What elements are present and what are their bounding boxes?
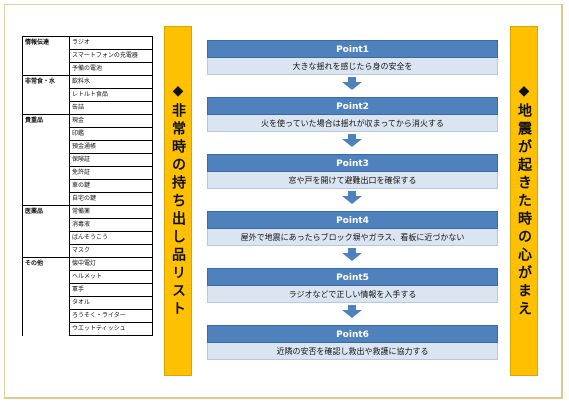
checklist-item: ばんそうこう [69,231,153,245]
checklist-row: 軍手 [22,283,153,297]
right-banner-text: ◆地震が起きた時の心がまえ [516,83,532,319]
checklist-row: ろうそく・ライター [22,309,153,323]
checklist-item: マスク [69,244,153,258]
checklist-category-spacer [22,166,70,180]
checklist-row: 情報伝達ラジオ [22,36,153,50]
checklist-row: 予備の電池 [22,62,153,76]
point-text: 窓や戸を開けて避難出口を確保する [207,172,498,189]
point-text: 近隣の安否を確認し救出や救護に協力する [207,343,498,360]
checklist-item: 飲料水 [69,75,153,89]
checklist-category-spacer [22,62,70,76]
checklist-category-spacer [22,192,70,206]
checklist-item: レトルト食品 [69,88,153,102]
checklist-category-spacer [22,153,70,167]
checklist-category-spacer [22,296,70,310]
checklist-item: 自宅の鍵 [69,192,153,206]
checklist-row: 保険証 [22,153,153,167]
down-arrow-icon [342,191,362,204]
checklist-row: タオル [22,296,153,310]
checklist-row: 免許証 [22,166,153,180]
point-title: Point6 [207,325,498,343]
checklist-category: 貴重品 [22,114,70,128]
checklist-category-spacer [22,88,70,102]
checklist-category-spacer [22,231,70,245]
checklist-item: タオル [69,296,153,310]
point-title: Point4 [207,211,498,229]
point-text: 屋外で地震にあったらブロック塀やガラス、看板に近づかない [207,229,498,246]
checklist-category-spacer [22,49,70,63]
checklist-category: 情報伝達 [22,36,70,50]
down-arrow-icon [342,134,362,147]
emergency-checklist-table: 情報伝達ラジオスマートフォンの充電器予備の電池非常食・水飲料水レトルト食品缶詰貴… [22,36,153,336]
checklist-row: 貴重品現金 [22,114,153,128]
point-title: Point1 [207,40,498,58]
checklist-item: 現金 [69,114,153,128]
checklist-item: ウエットティッシュ [69,322,153,336]
checklist-row: 非常食・水飲料水 [22,75,153,89]
left-banner-text: ◆非常時の持ち出し品リスト [170,83,186,319]
checklist-category-spacer [22,270,70,284]
checklist-row: 車の鍵 [22,179,153,193]
checklist-item: ろうそく・ライター [69,309,153,323]
checklist-category-spacer [22,218,70,232]
checklist-category: その他 [22,257,70,271]
checklist-row: 缶詰 [22,101,153,115]
checklist-item: ラジオ [69,36,153,50]
checklist-category-spacer [22,101,70,115]
point-text: ラジオなどで正しい情報を入手する [207,286,498,303]
point-title: Point2 [207,97,498,115]
checklist-item: 車の鍵 [69,179,153,193]
checklist-item: 缶詰 [69,101,153,115]
checklist-row: レトルト食品 [22,88,153,102]
point-text: 大きな揺れを感じたら身の安全を [207,58,498,75]
down-arrow-icon [342,305,362,318]
checklist-category-spacer [22,140,70,154]
down-arrow-icon [342,248,362,261]
down-arrow-icon [342,77,362,90]
checklist-item: 免許証 [69,166,153,180]
checklist-row: 消毒液 [22,218,153,232]
checklist-category-spacer [22,179,70,193]
checklist-item: スマートフォンの充電器 [69,49,153,63]
checklist-item: 消毒液 [69,218,153,232]
checklist-category-spacer [22,127,70,141]
point-title: Point3 [207,154,498,172]
checklist-item: 保険証 [69,153,153,167]
checklist-item: 軍手 [69,283,153,297]
checklist-category-spacer [22,309,70,323]
checklist-row: スマートフォンの充電器 [22,49,153,63]
checklist-row: 印鑑 [22,127,153,141]
checklist-category: 医薬品 [22,205,70,219]
checklist-item: 懐中電灯 [69,257,153,271]
checklist-category: 非常食・水 [22,75,70,89]
checklist-item: 予備の電池 [69,62,153,76]
checklist-item: 預金通帳 [69,140,153,154]
checklist-category-spacer [22,283,70,297]
checklist-row: その他懐中電灯 [22,257,153,271]
checklist-item: ヘルメット [69,270,153,284]
checklist-item: 常備薬 [69,205,153,219]
checklist-category-spacer [22,244,70,258]
checklist-row: ヘルメット [22,270,153,284]
checklist-row: ばんそうこう [22,231,153,245]
point-text: 火を使っていた場合は揺れが収まってから消火する [207,115,498,132]
point-title: Point5 [207,268,498,286]
checklist-row: 自宅の鍵 [22,192,153,206]
checklist-item: 印鑑 [69,127,153,141]
checklist-row: マスク [22,244,153,258]
checklist-row: 預金通帳 [22,140,153,154]
left-banner: ◆非常時の持ち出し品リスト [164,26,192,376]
checklist-row: ウエットティッシュ [22,322,153,336]
checklist-row: 医薬品常備薬 [22,205,153,219]
checklist-category-spacer [22,322,70,336]
right-banner: ◆地震が起きた時の心がまえ [510,26,538,376]
